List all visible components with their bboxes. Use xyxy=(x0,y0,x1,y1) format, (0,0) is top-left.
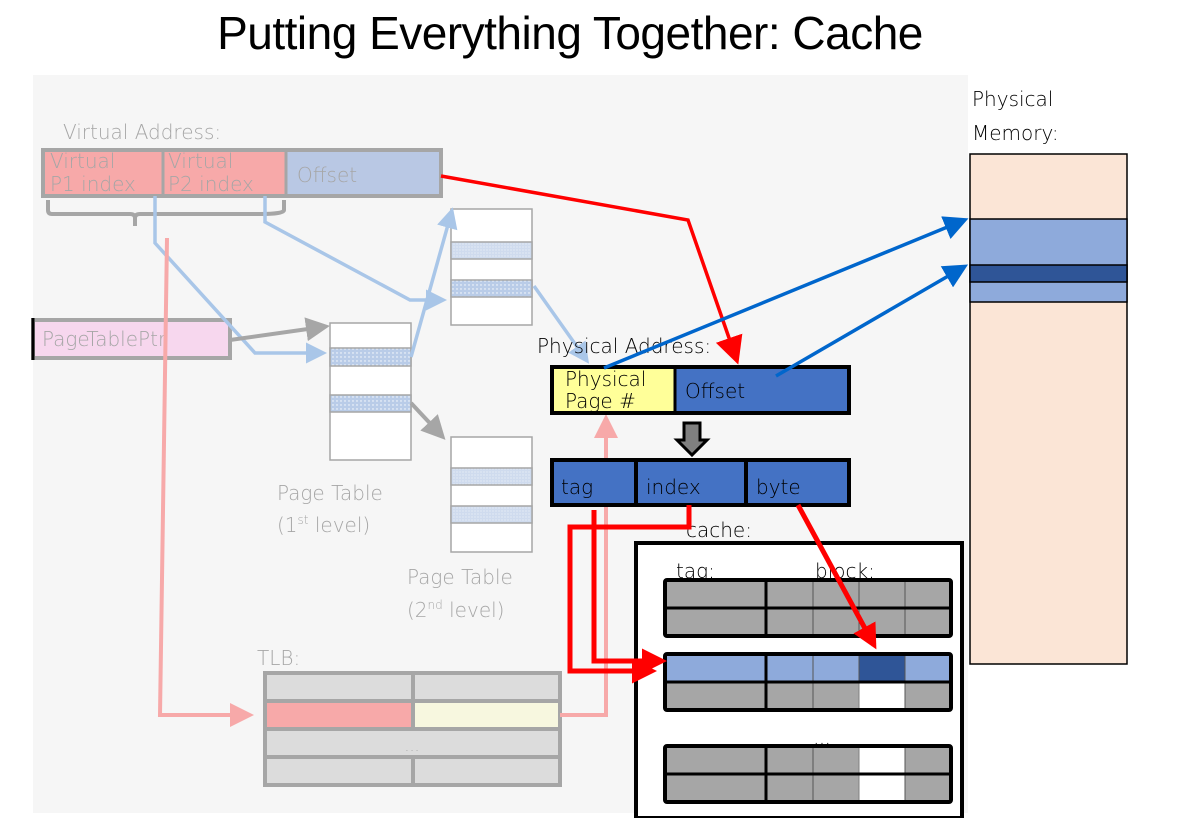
virtual-address-label: Virtual Address: xyxy=(63,120,221,144)
pt1-post: level) xyxy=(309,513,371,537)
page-table-1-level: (1st level) xyxy=(277,513,370,537)
cache-line-byte xyxy=(812,746,860,774)
physical-memory-label-1: Physical xyxy=(972,87,1053,111)
cache-line-tag xyxy=(665,682,767,710)
cache-line-tag xyxy=(665,654,767,682)
tlb-hit-vpn xyxy=(267,703,412,727)
cache-ellipsis: ... xyxy=(813,728,830,749)
cache-set xyxy=(663,578,953,638)
offset-to-memory-arrow xyxy=(775,264,969,378)
virtual-offset-field: Offset xyxy=(297,163,357,187)
cache-line-byte xyxy=(904,746,951,774)
cache-line-byte xyxy=(904,654,951,682)
cache-line-byte xyxy=(812,580,860,608)
page-table-2nd-level-lower xyxy=(450,436,533,553)
tlb-table: ... xyxy=(263,671,562,787)
pt1-to-pt2-lower-arrow xyxy=(409,401,446,440)
memory-page xyxy=(969,218,1128,303)
cache-line-byte xyxy=(812,654,860,682)
p2-line2: P2 index xyxy=(168,172,254,196)
p2-line1: Virtual xyxy=(168,149,233,173)
cache-line-byte xyxy=(766,580,814,608)
pt1-pre: (1 xyxy=(277,513,298,537)
tag-field: tag xyxy=(561,475,593,499)
page-table-ptr-register: PageTablePtr xyxy=(31,318,232,360)
vpn-to-tlb-arrow xyxy=(157,237,254,727)
cache-set xyxy=(663,744,953,804)
page-table-1-title: Page Table xyxy=(277,481,383,505)
cache-line-byte xyxy=(858,654,906,682)
physical-address-label: Physical Address: xyxy=(537,334,711,358)
pt2-post: level) xyxy=(443,598,505,622)
page-table-2-level: (2nd level) xyxy=(407,598,504,622)
cache-line-byte xyxy=(904,774,951,802)
pt2-sup: nd xyxy=(428,598,443,612)
tlb-hit-ppn xyxy=(414,703,558,727)
cache-line-byte xyxy=(812,608,860,636)
ppn-line1: Physical xyxy=(565,367,646,391)
ppn-to-memory-arrow xyxy=(603,216,969,370)
cache-line-byte xyxy=(766,746,814,774)
cache-set xyxy=(663,652,953,712)
p1-line2: P1 index xyxy=(50,172,136,196)
p1-to-pt1-arrow xyxy=(153,196,327,364)
offset-arrow xyxy=(440,174,743,365)
byte-field: byte xyxy=(756,475,801,499)
page-table-ptr-label: PageTablePtr xyxy=(42,327,167,351)
physical-memory-block xyxy=(969,153,1128,665)
physical-address-register: Physical Page # Offset xyxy=(550,365,851,415)
cache-line-byte xyxy=(766,654,814,682)
page-table-2nd-level-upper xyxy=(450,208,533,326)
tag-compare-arrow xyxy=(591,510,667,674)
ptr-to-pt1-arrow xyxy=(229,317,330,342)
cache-label: cache: xyxy=(686,518,752,542)
vpn-brace xyxy=(46,200,286,226)
index-field: index xyxy=(646,475,701,499)
memory-cache-block xyxy=(969,264,1128,283)
cache-line-byte xyxy=(904,608,951,636)
pt2-to-phys-arrow xyxy=(532,284,590,364)
cache-line-byte xyxy=(858,774,906,802)
cache-line-byte xyxy=(858,580,906,608)
virtual-p1-index-field xyxy=(45,152,162,194)
cache-line-byte xyxy=(766,608,814,636)
cache-sets xyxy=(663,578,953,804)
cache-address-split: tag index byte xyxy=(550,458,851,507)
page-table-2-title: Page Table xyxy=(407,565,513,589)
physical-memory-label-2: Memory: xyxy=(972,121,1059,145)
index-to-set-arrow xyxy=(567,505,692,684)
ppn-line2: Page # xyxy=(565,389,636,413)
cache-line-byte xyxy=(812,682,860,710)
cache-lookup-arrows xyxy=(567,503,877,684)
cache-line-byte xyxy=(904,682,951,710)
pt1-sup: st xyxy=(298,513,309,527)
cache-line-tag xyxy=(665,580,767,608)
cache-line-tag xyxy=(665,774,767,802)
physical-page-field xyxy=(554,369,674,411)
cache-line-byte xyxy=(858,746,906,774)
cache-line-tag xyxy=(665,608,767,636)
pt2-pre: (2 xyxy=(407,598,428,622)
page-walk-arrows xyxy=(153,196,590,364)
virtual-p2-index-field xyxy=(164,152,285,194)
cache-line-tag xyxy=(665,746,767,774)
tlb-label: TLB: xyxy=(257,646,300,670)
byte-select-arrow xyxy=(795,503,877,650)
p2-to-pt2-arrow xyxy=(263,196,447,311)
page-table-1st-level xyxy=(329,322,412,461)
cache-line-byte xyxy=(904,580,951,608)
split-down-arrow-icon xyxy=(673,421,711,458)
cache-line-byte xyxy=(766,682,814,710)
p1-line1: Virtual xyxy=(50,149,115,173)
virtual-address-register: Virtual P1 index Virtual P2 index Offset xyxy=(41,148,443,198)
physical-offset-field: Offset xyxy=(685,379,745,403)
pt1-to-pt2-arrow xyxy=(409,207,458,358)
slide-title: Putting Everything Together: Cache xyxy=(217,7,923,59)
tlb-to-ppn-arrow xyxy=(560,414,618,717)
cache-line-byte xyxy=(812,774,860,802)
cache-line-byte xyxy=(858,682,906,710)
cache-line-byte xyxy=(766,774,814,802)
tlb-ellipsis: ... xyxy=(404,736,419,755)
